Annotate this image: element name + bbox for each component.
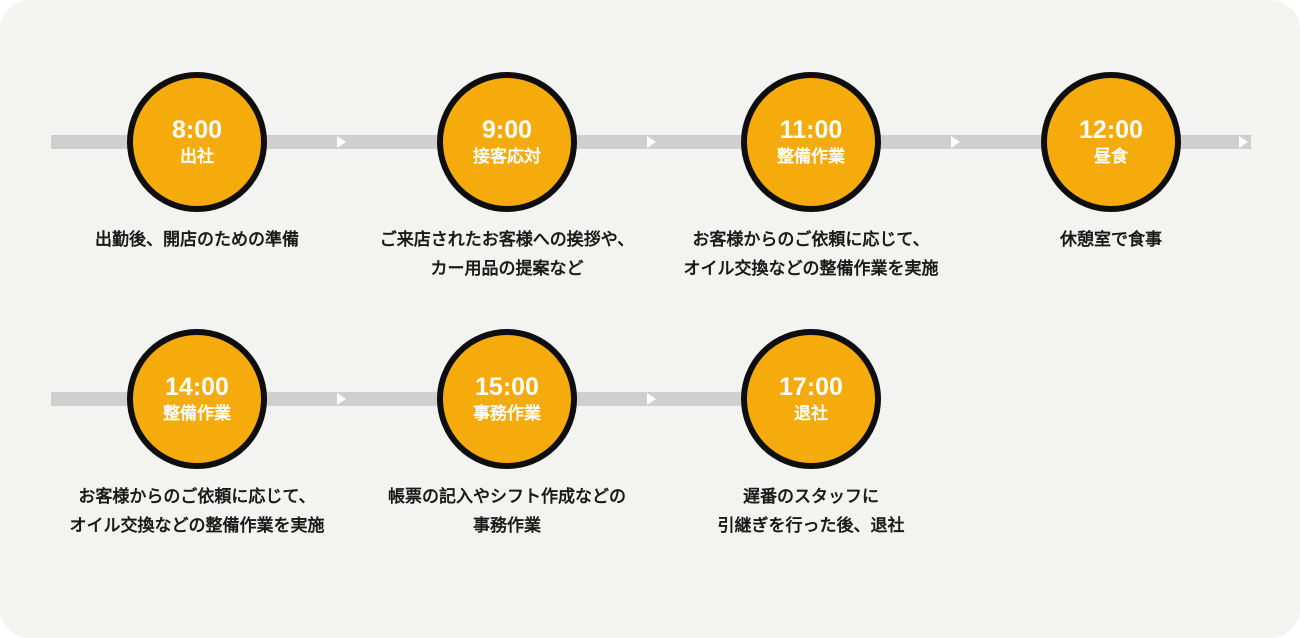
time-label: 11:00 — [779, 115, 843, 144]
time-circle: 9:00 接客応対 — [437, 72, 577, 212]
time-circle: 17:00 退社 — [741, 329, 881, 469]
time-label: 12:00 — [1079, 115, 1143, 144]
time-circle: 11:00 整備作業 — [741, 72, 881, 212]
task-label: 接客応対 — [473, 147, 541, 167]
time-label: 17:00 — [779, 372, 843, 401]
timeline-item: 8:00 出社 出勤後、開店のための準備 — [27, 72, 367, 254]
time-circle: 15:00 事務作業 — [437, 329, 577, 469]
item-description: 出勤後、開店のための準備 — [95, 230, 299, 249]
timeline-item: 12:00 昼食 休憩室で食事 — [941, 72, 1281, 254]
time-label: 14:00 — [165, 372, 229, 401]
item-description: お客様からのご依頼に応じて、 オイル交換などの整備作業を実施 — [683, 230, 939, 278]
arrow-right-icon — [337, 136, 346, 148]
time-label: 9:00 — [481, 115, 533, 144]
arrow-right-icon — [647, 136, 656, 148]
item-description: 帳票の記入やシフト作成などの 事務作業 — [388, 487, 626, 535]
arrow-right-icon — [1239, 136, 1248, 148]
arrow-right-icon — [647, 393, 656, 405]
time-label: 15:00 — [475, 372, 539, 401]
time-circle: 14:00 整備作業 — [127, 329, 267, 469]
time-circle: 8:00 出社 — [127, 72, 267, 212]
item-description: 休憩室で食事 — [1060, 230, 1162, 249]
timeline-item: 11:00 整備作業 お客様からのご依頼に応じて、 オイル交換などの整備作業を実… — [641, 72, 981, 283]
timeline-item: 15:00 事務作業 帳票の記入やシフト作成などの 事務作業 — [337, 329, 677, 540]
time-circle: 12:00 昼食 — [1041, 72, 1181, 212]
task-label: 事務作業 — [473, 404, 541, 424]
item-description: お客様からのご依頼に応じて、 オイル交換などの整備作業を実施 — [69, 487, 325, 535]
item-description: 遅番のスタッフに 引継ぎを行った後、退社 — [717, 487, 905, 535]
time-label: 8:00 — [171, 115, 223, 144]
task-label: 退社 — [794, 404, 828, 424]
timeline-item: 17:00 退社 遅番のスタッフに 引継ぎを行った後、退社 — [641, 329, 981, 540]
arrow-right-icon — [337, 393, 346, 405]
task-label: 整備作業 — [163, 404, 231, 424]
item-description: ご来店されたお客様への挨拶や、 カー用品の提案など — [379, 230, 635, 278]
task-label: 整備作業 — [777, 147, 845, 167]
task-label: 昼食 — [1094, 147, 1128, 167]
task-label: 出社 — [180, 147, 214, 167]
arrow-right-icon — [951, 136, 960, 148]
timeline-item: 9:00 接客応対 ご来店されたお客様への挨拶や、 カー用品の提案など — [337, 72, 677, 283]
timeline-item: 14:00 整備作業 お客様からのご依頼に応じて、 オイル交換などの整備作業を実… — [27, 329, 367, 540]
